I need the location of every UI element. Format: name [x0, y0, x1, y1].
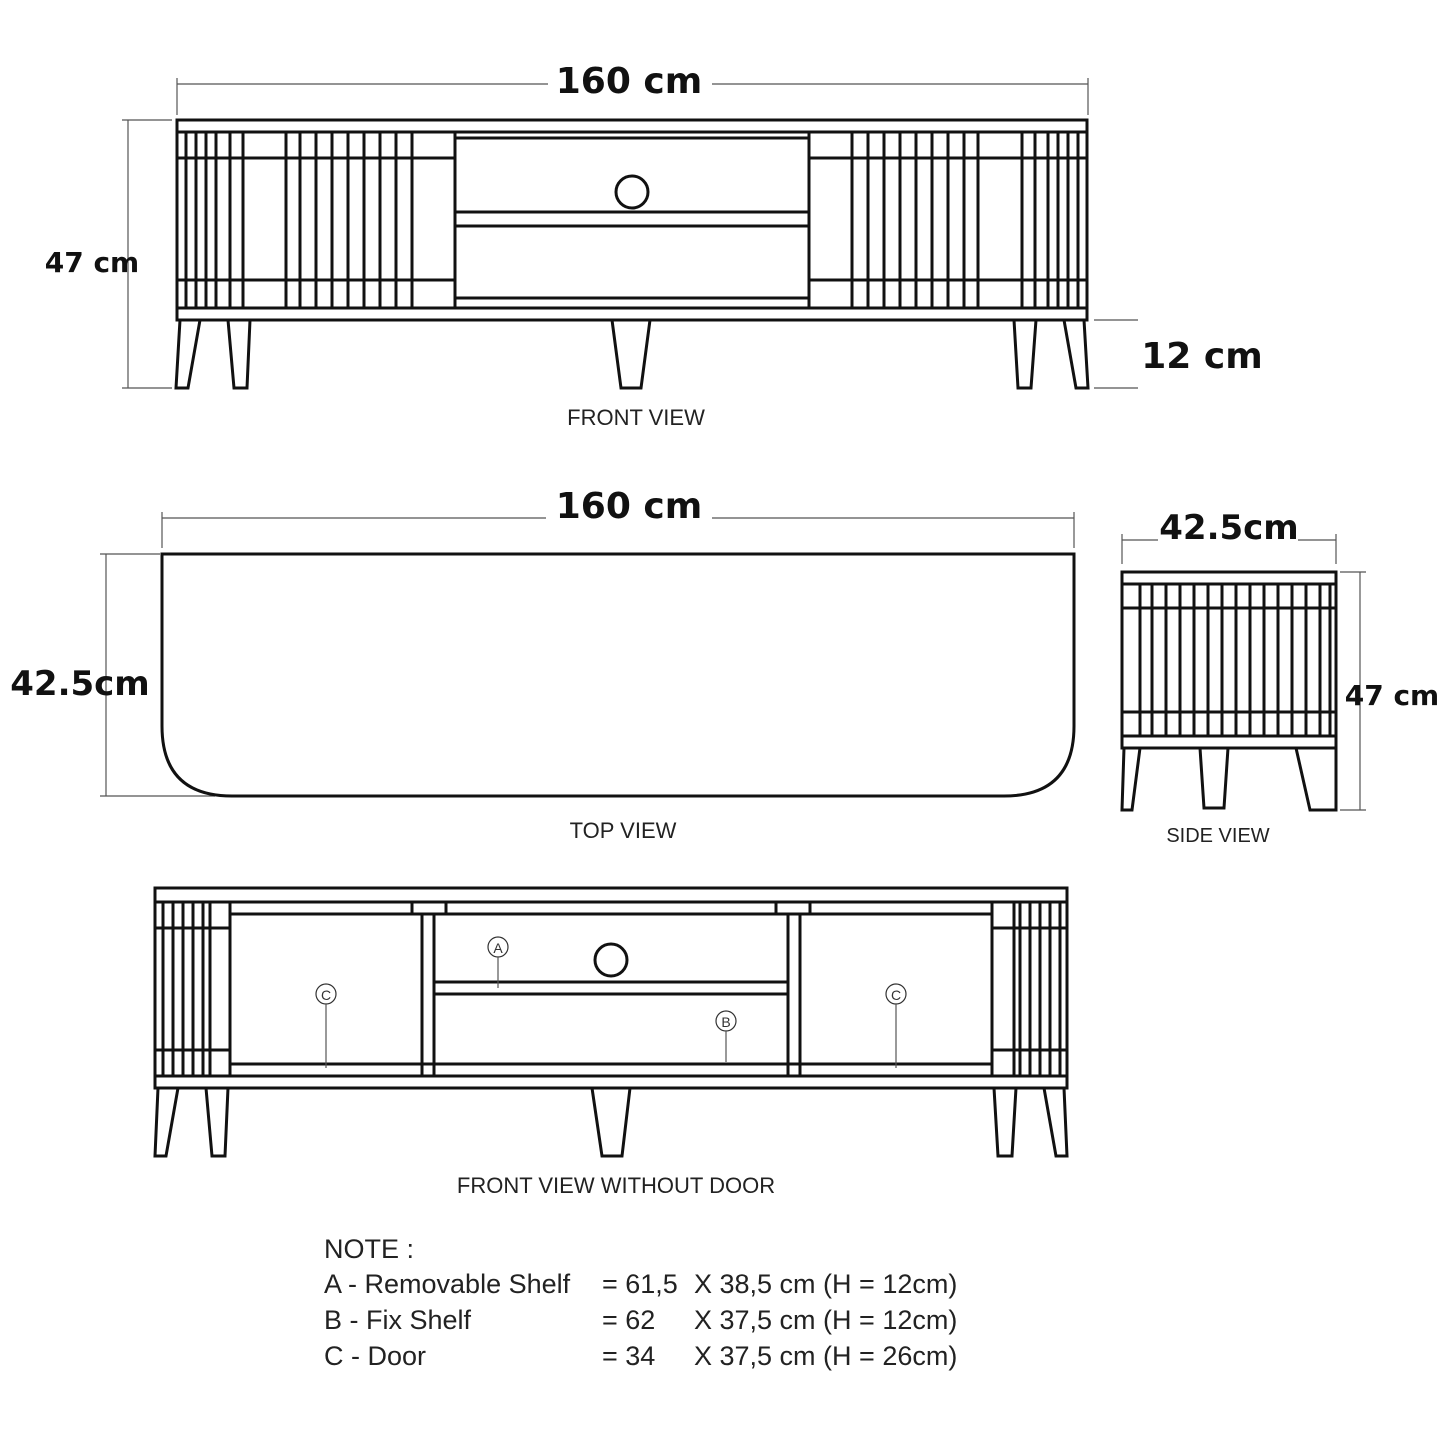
note-row-b-dims: X 37,5 cm (H = 12cm): [694, 1305, 957, 1335]
note-row-c-dims: X 37,5 cm (H = 26cm): [694, 1341, 957, 1371]
note-row-c-label: C - Door: [324, 1341, 426, 1371]
note-row-a-label: A - Removable Shelf: [324, 1269, 571, 1299]
note-row-a-eq: = 61,5: [602, 1269, 678, 1299]
front-legs: [174, 318, 1090, 390]
note-row-c-eq: = 34: [602, 1341, 655, 1371]
right-slatted-door: [807, 130, 1089, 310]
top-view-caption: TOP VIEW: [570, 818, 677, 843]
side-height-label: 47 cm: [1345, 679, 1440, 712]
note-row-b-label: B - Fix Shelf: [324, 1305, 472, 1335]
leg-height-label: 12 cm: [1141, 336, 1262, 377]
front-width-label: 160 cm: [556, 61, 703, 102]
front-top-panel: [175, 118, 1089, 134]
cable-hole-icon: [614, 174, 650, 210]
front-view-without-door: A B C C FRONT VIEW WITHOUT DOOR: [153, 886, 1069, 1198]
svg-text:C: C: [891, 987, 901, 1003]
front-no-door-caption: FRONT VIEW WITHOUT DOOR: [457, 1173, 775, 1198]
middle-drawers: [453, 136, 811, 300]
callout-a: A: [487, 936, 509, 988]
front-height-label: 47 cm: [45, 246, 140, 279]
svg-text:B: B: [721, 1014, 730, 1030]
top-depth-label: 42.5cm: [10, 664, 149, 704]
callout-c-left: C: [315, 983, 337, 1068]
note-row-a-dims: X 38,5 cm (H = 12cm): [694, 1269, 957, 1299]
svg-text:A: A: [493, 940, 503, 956]
notes: NOTE : A - Removable Shelf = 61,5 X 38,5…: [324, 1234, 957, 1371]
side-view: 42.5cm 47 cm SIDE VIEW: [1120, 508, 1440, 847]
callout-c-right: C: [885, 983, 907, 1068]
callout-b: B: [715, 1010, 737, 1062]
front-base-rail: [175, 306, 1089, 322]
removable-shelf: [432, 980, 790, 996]
front-view-caption: FRONT VIEW: [567, 405, 705, 430]
top-surface-outline: [160, 552, 1076, 798]
inner-cable-hole-icon: [593, 942, 629, 978]
svg-text:C: C: [321, 987, 331, 1003]
top-width-label: 160 cm: [556, 486, 703, 527]
side-depth-label: 42.5cm: [1159, 508, 1298, 548]
front-view: 160 cm 47 cm 12 cm: [45, 61, 1263, 430]
side-view-caption: SIDE VIEW: [1166, 825, 1269, 847]
top-view: 160 cm 42.5cm TOP VIEW: [10, 486, 1076, 843]
note-row-b-eq: = 62: [602, 1305, 655, 1335]
note-title: NOTE :: [324, 1234, 414, 1264]
left-slatted-door: [175, 130, 457, 310]
